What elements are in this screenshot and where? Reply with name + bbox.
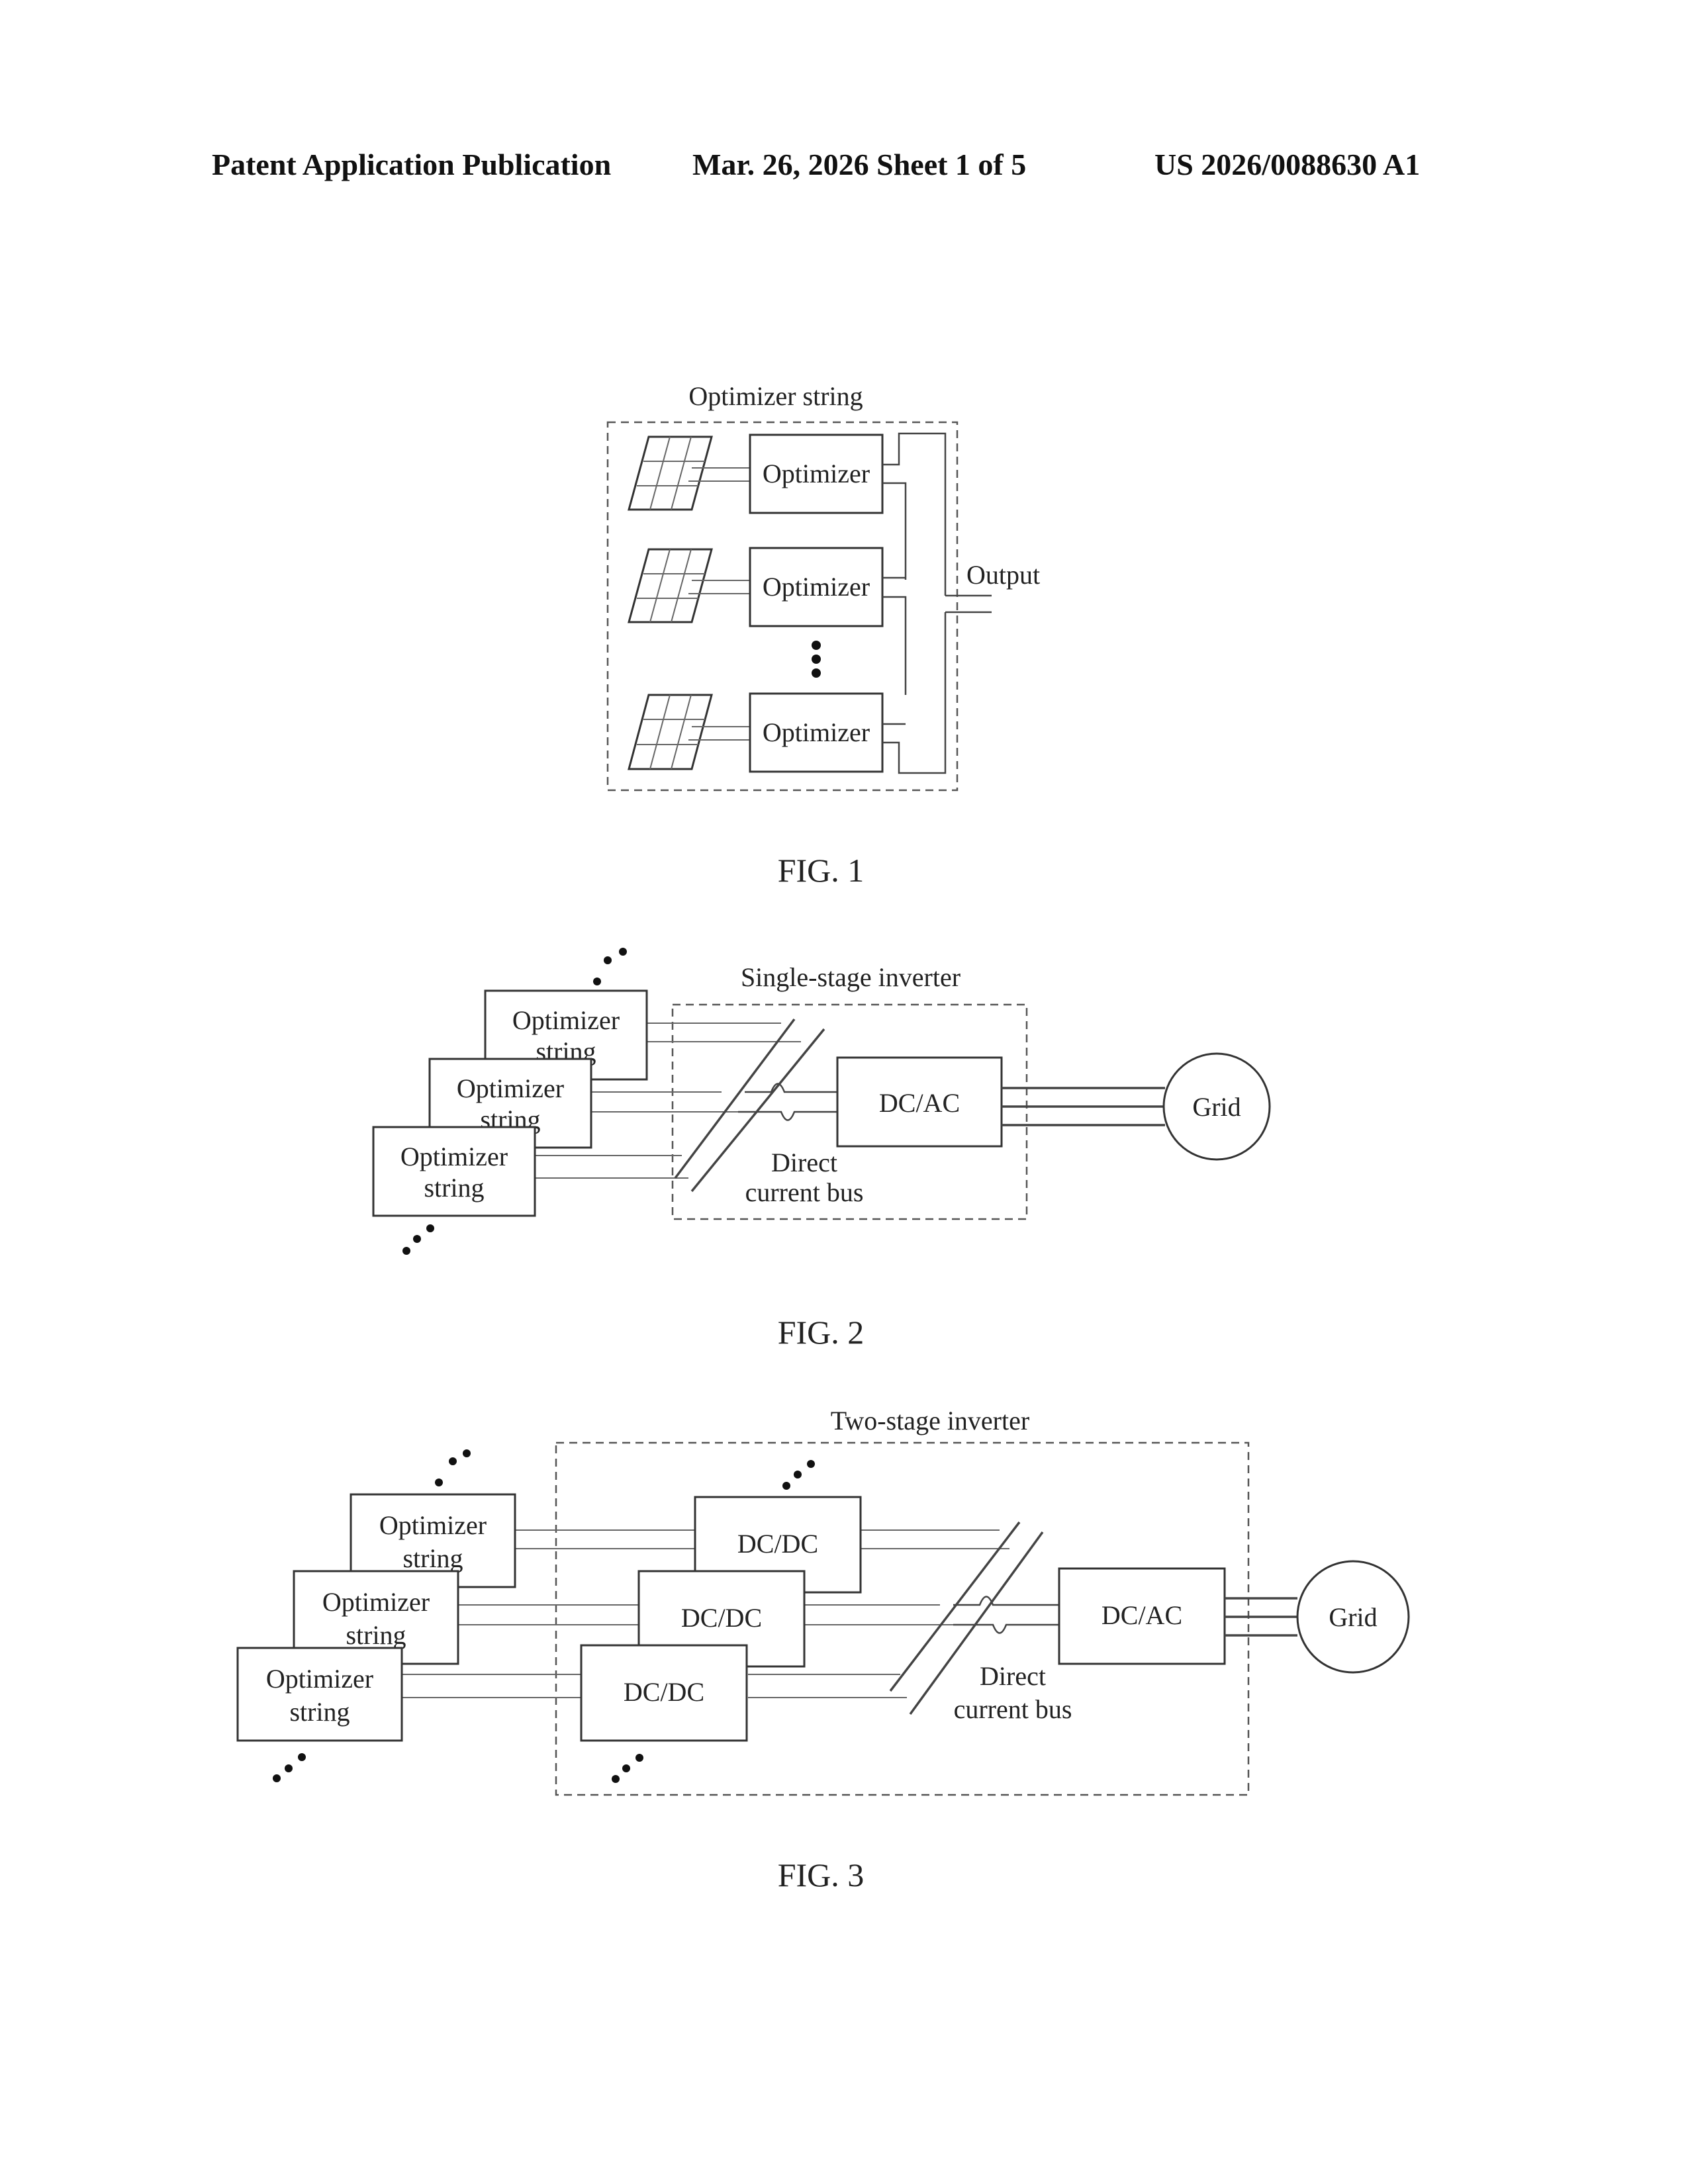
svg-text:Optimizer: Optimizer	[322, 1587, 430, 1617]
fig2-caption: FIG. 2	[778, 1314, 865, 1351]
fig3-ellipsis-dcdc-top	[782, 1460, 815, 1490]
fig2-bus-label-line1: Direct	[771, 1148, 837, 1177]
svg-text:Optimizer: Optimizer	[512, 1005, 620, 1035]
svg-text:Optimizer: Optimizer	[266, 1664, 373, 1694]
svg-text:string: string	[346, 1620, 406, 1650]
fig3-caption: FIG. 3	[778, 1856, 865, 1893]
fig1-group-label: Optimizer string	[688, 381, 863, 411]
fig3-ac-lines	[1225, 1598, 1297, 1635]
fig3-diagram: Two-stage inverter Optimizer	[238, 1406, 1409, 1893]
fig3-grid-label: Grid	[1329, 1602, 1377, 1632]
solar-panel-icon	[629, 695, 712, 769]
fig1-row-3: Optimizer	[629, 612, 945, 773]
fig3-optimizer-string-3: Optimizer string	[238, 1648, 402, 1741]
fig2-ellipsis-bottom	[402, 1224, 434, 1255]
fig1-ellipsis-dots	[812, 641, 821, 678]
fig1-optimizer-2-label: Optimizer	[763, 572, 870, 602]
svg-text:string: string	[402, 1543, 463, 1573]
fig2-ellipsis-top	[593, 948, 627, 985]
solar-panel-icon	[629, 437, 712, 510]
svg-text:Optimizer: Optimizer	[400, 1142, 508, 1171]
fig1-caption: FIG. 1	[778, 852, 865, 889]
fig1-diagram: Optimizer string Optimizer	[608, 381, 1040, 889]
fig2-dcac-label: DC/AC	[879, 1088, 960, 1118]
svg-text:Optimizer: Optimizer	[379, 1510, 487, 1540]
fig1-output-label: Output	[966, 560, 1040, 590]
fig3-ellipsis-strings-top	[435, 1449, 471, 1486]
fig3-ellipsis-dcdc-bottom	[612, 1754, 643, 1783]
fig3-dcdc-converter-3: DC/DC	[581, 1645, 747, 1741]
fig3-bus-label-line1: Direct	[980, 1661, 1046, 1691]
svg-text:DC/DC: DC/DC	[624, 1677, 704, 1707]
fig3-dcac-label: DC/AC	[1102, 1600, 1182, 1630]
fig1-optimizer-1-label: Optimizer	[763, 459, 870, 488]
svg-text:string: string	[424, 1173, 484, 1203]
svg-text:DC/DC: DC/DC	[737, 1529, 818, 1559]
fig2-optimizer-string-3: Optimizer string	[373, 1127, 535, 1216]
svg-text:DC/DC: DC/DC	[681, 1603, 762, 1633]
fig3-ellipsis-strings-bottom	[273, 1753, 306, 1782]
svg-text:string: string	[289, 1697, 350, 1727]
fig2-bus-label-line2: current bus	[745, 1177, 864, 1207]
svg-text:Optimizer: Optimizer	[457, 1073, 564, 1103]
fig3-group-label: Two-stage inverter	[831, 1406, 1029, 1435]
fig2-diagram: Single-stage inverter Optimizer	[373, 948, 1270, 1351]
fig2-grid-label: Grid	[1192, 1092, 1241, 1122]
fig3-bus-label-line2: current bus	[954, 1694, 1072, 1724]
solar-panel-icon	[629, 549, 712, 622]
fig1-optimizer-3-label: Optimizer	[763, 717, 870, 747]
fig1-row-2: Optimizer	[629, 548, 906, 695]
fig2-group-label: Single-stage inverter	[741, 962, 961, 992]
